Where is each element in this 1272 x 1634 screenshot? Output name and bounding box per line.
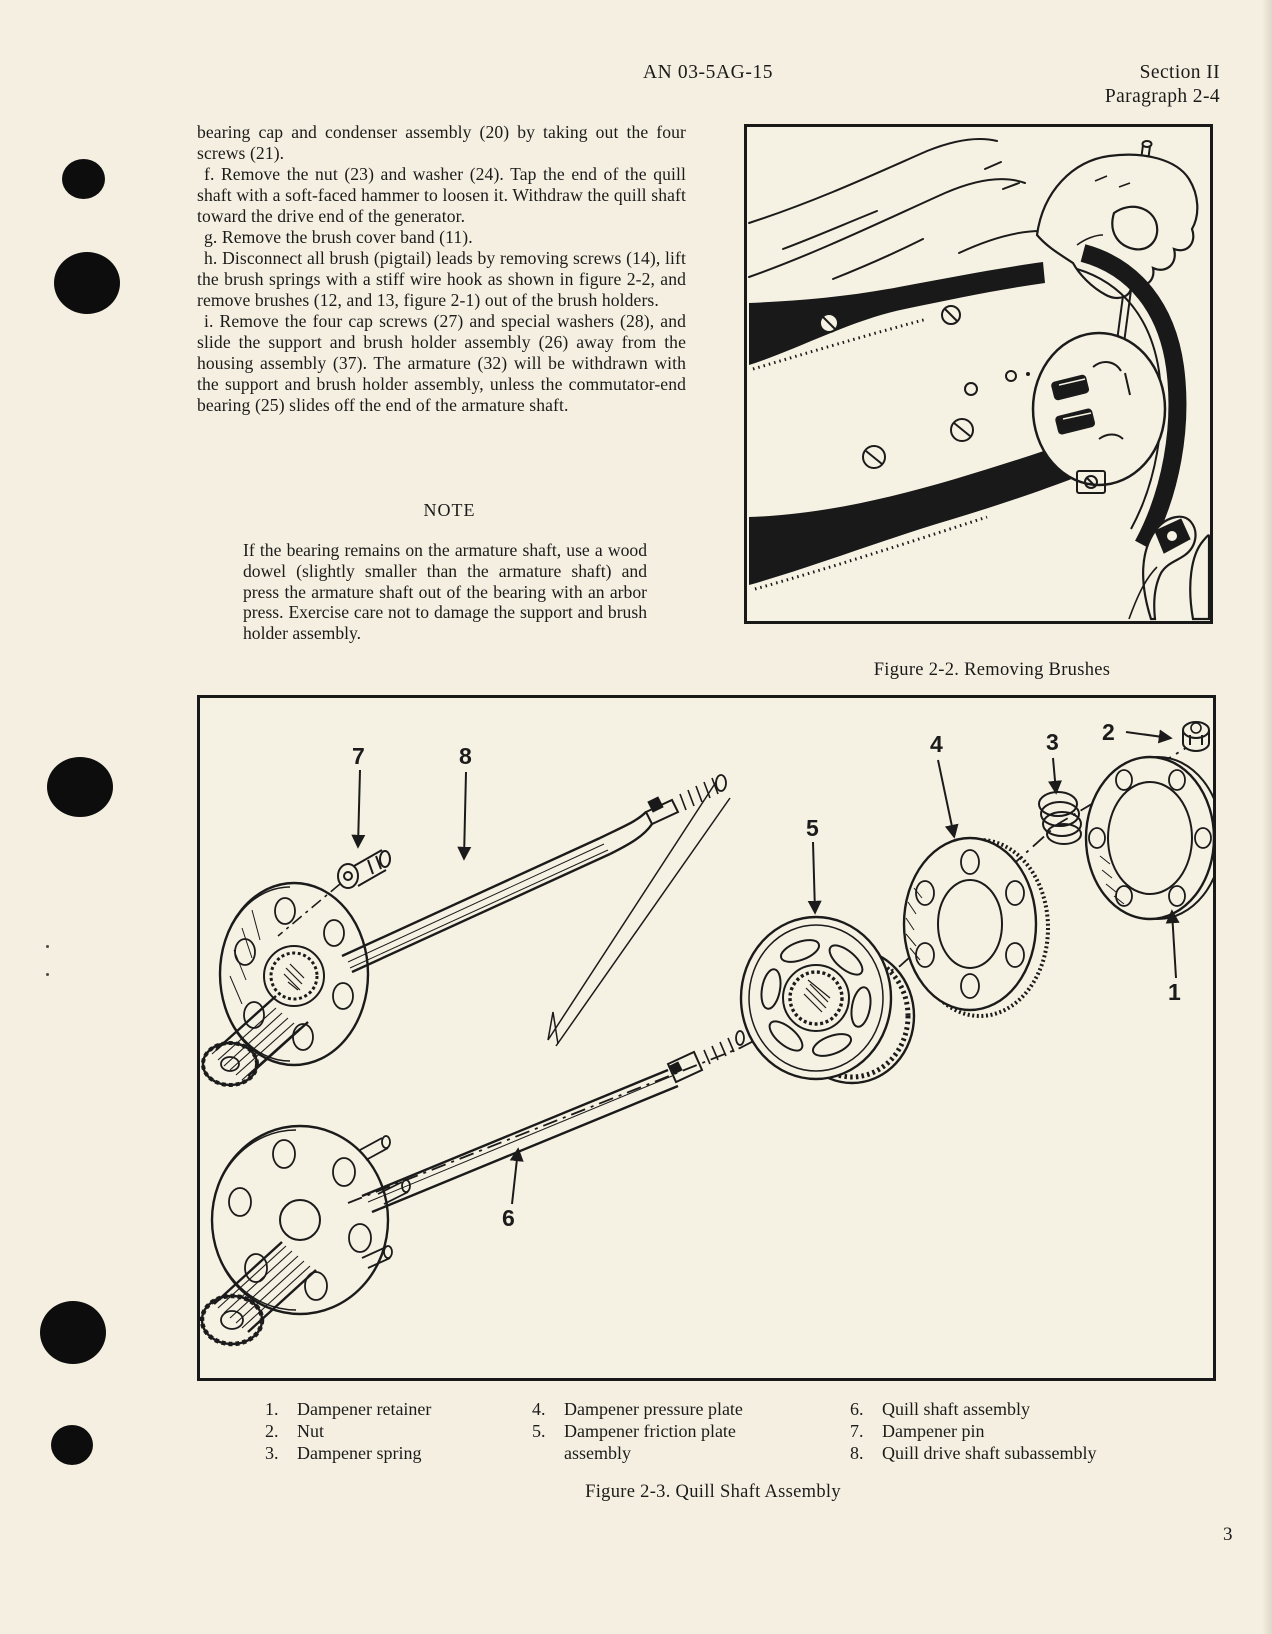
callout-leaders	[351, 729, 1180, 1205]
plate-hatching	[905, 887, 923, 961]
callout-7: 7	[352, 743, 365, 769]
flange-studs	[359, 1135, 411, 1269]
legend-label: Quill drive shaft subassembly	[882, 1443, 1097, 1464]
legend-column-3: 6. Quill shaft assembly 7. Dampener pin 8.…	[850, 1398, 1096, 1465]
legend-item-1: 1. Dampener retainer	[265, 1398, 431, 1420]
paper-speck	[46, 973, 49, 976]
quill-drive-shaft	[201, 774, 727, 1087]
brush-rigging	[1051, 361, 1131, 494]
legend-item-5: 5. Dampener friction plate	[532, 1420, 743, 1442]
dampener-retainer	[1084, 755, 1213, 921]
break-mark	[547, 781, 731, 1047]
legend-num: 8.	[850, 1443, 864, 1464]
figure-2-2-box	[744, 124, 1213, 624]
upper-hand	[1035, 153, 1199, 300]
paragraph-g: g. Remove the brush cover band (11).	[204, 227, 473, 247]
quill-shaft	[200, 1030, 745, 1347]
quill-shaft-exploded-view: 7 8 5 4 3 2 1 6	[200, 719, 1213, 1347]
friction-plate	[739, 915, 916, 1085]
legend-num: 2.	[265, 1421, 279, 1442]
housing-screws	[819, 305, 1030, 469]
figure-2-2-caption: Figure 2-2. Removing Brushes	[873, 660, 1111, 680]
paragraph-f: f. Remove the nut (23) and washer (24). …	[197, 164, 686, 226]
retainer-hatching	[1099, 855, 1125, 905]
dampener-spring	[1038, 791, 1082, 845]
end-bell-inner-edge	[1076, 268, 1163, 530]
legend-num: 3.	[265, 1443, 279, 1464]
legend-item-4: 4. Dampener pressure plate	[532, 1398, 743, 1420]
stipple-edge	[752, 317, 928, 371]
body-text-column: bearing cap and condenser assembly (20) …	[197, 122, 686, 416]
sleeve-lines	[748, 138, 1042, 280]
binding-dot	[54, 252, 120, 314]
callout-4: 4	[930, 731, 943, 757]
legend-item-7: 7. Dampener pin	[850, 1420, 1096, 1442]
legend-item-6: 6. Quill shaft assembly	[850, 1398, 1096, 1420]
binding-dot	[51, 1425, 93, 1465]
lower-hand	[1128, 515, 1210, 621]
binding-dot	[47, 757, 113, 817]
figure-2-3-box: 7 8 5 4 3 2 1 6	[197, 695, 1216, 1381]
legend-column-1: 1. Dampener retainer 2. Nut 3. Dampener spr…	[265, 1398, 431, 1465]
section-label: Section II	[1139, 62, 1220, 83]
note-text: If the bearing remains on the armature s…	[243, 540, 647, 644]
legend-column-2: 4. Dampener pressure plate 5. Dampener fri…	[532, 1398, 743, 1465]
removing-brushes-illustration	[748, 138, 1210, 621]
pressure-plate	[902, 836, 1050, 1018]
thread-hatching	[679, 777, 719, 811]
end-bell-rim	[1080, 244, 1187, 550]
note-heading: NOTE	[423, 500, 476, 520]
legend-label: Dampener retainer	[297, 1399, 432, 1419]
legend-label: Dampener pressure plate	[564, 1399, 743, 1419]
callout-5: 5	[806, 815, 819, 841]
dampener-pin	[337, 849, 391, 889]
brush-opening	[1031, 331, 1167, 487]
doc-number: AN 03-5AG-15	[643, 62, 774, 83]
binding-dot	[62, 159, 105, 199]
thread-hatching	[703, 1037, 735, 1065]
legend-num: 7.	[850, 1421, 864, 1442]
binding-dot	[40, 1301, 106, 1364]
callout-3: 3	[1046, 729, 1059, 755]
legend-item-2: 2. Nut	[265, 1420, 431, 1442]
legend-num: 6.	[850, 1399, 864, 1419]
page-number: 3	[1223, 1524, 1233, 1545]
legend-label: Dampener spring	[297, 1443, 422, 1464]
legend-label: assembly	[564, 1443, 631, 1464]
callout-2: 2	[1102, 719, 1115, 745]
figure-2-3-caption: Figure 2-3. Quill Shaft Assembly	[585, 1482, 841, 1502]
legend-num: 4.	[532, 1399, 546, 1419]
disc-hatching	[229, 909, 261, 1005]
legend-label: Dampener pin	[882, 1421, 985, 1442]
callout-1: 1	[1168, 979, 1181, 1005]
callout-6: 6	[502, 1205, 515, 1231]
legend-item-8: 8. Quill drive shaft subassembly	[850, 1442, 1096, 1464]
legend-item-5-wrap: assembly	[532, 1442, 743, 1464]
legend-num: 1.	[265, 1399, 279, 1419]
generator-housing	[749, 262, 1125, 585]
paragraph: bearing cap and condenser assembly (20) …	[197, 122, 686, 163]
nut	[1182, 721, 1210, 752]
legend-label: Dampener friction plate	[564, 1421, 736, 1442]
legend-label: Nut	[297, 1421, 324, 1442]
paragraph-i: i. Remove the four cap screws (27) and s…	[197, 311, 686, 415]
paragraph-h: h. Disconnect all brush (pigtail) leads …	[197, 248, 686, 310]
legend-item-3: 3. Dampener spring	[265, 1442, 431, 1464]
paragraph-label: Paragraph 2-4	[1104, 86, 1220, 107]
legend-num: 5.	[532, 1421, 546, 1442]
callout-8: 8	[459, 743, 472, 769]
paper-speck	[46, 945, 49, 948]
legend-label: Quill shaft assembly	[882, 1399, 1030, 1419]
hand-creases	[1076, 175, 1131, 246]
stipple-edge	[754, 515, 988, 591]
pin-axis-line	[277, 883, 341, 937]
